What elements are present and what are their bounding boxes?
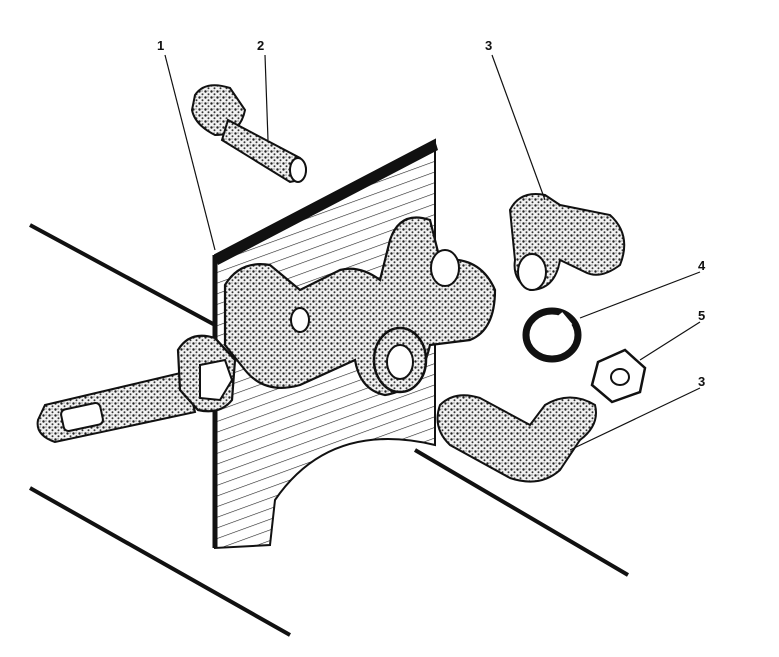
callout-2: 2: [257, 38, 264, 53]
elbow-fitting-top: [508, 193, 626, 292]
callout-3-bottom: 3: [698, 374, 705, 389]
valve-lever: [36, 334, 237, 444]
callout-1: 1: [157, 38, 164, 53]
lock-washer: [522, 307, 582, 363]
leader-lines: [164, 54, 701, 451]
callout-5: 5: [698, 308, 705, 323]
valve-body: [223, 216, 497, 397]
elbow-fitting-bottom: [436, 394, 597, 483]
callout-3-top: 3: [485, 38, 492, 53]
hex-nut: [590, 348, 647, 404]
frame-rails: [29, 223, 630, 637]
bolt: [190, 84, 307, 184]
callout-4: 4: [698, 258, 706, 273]
